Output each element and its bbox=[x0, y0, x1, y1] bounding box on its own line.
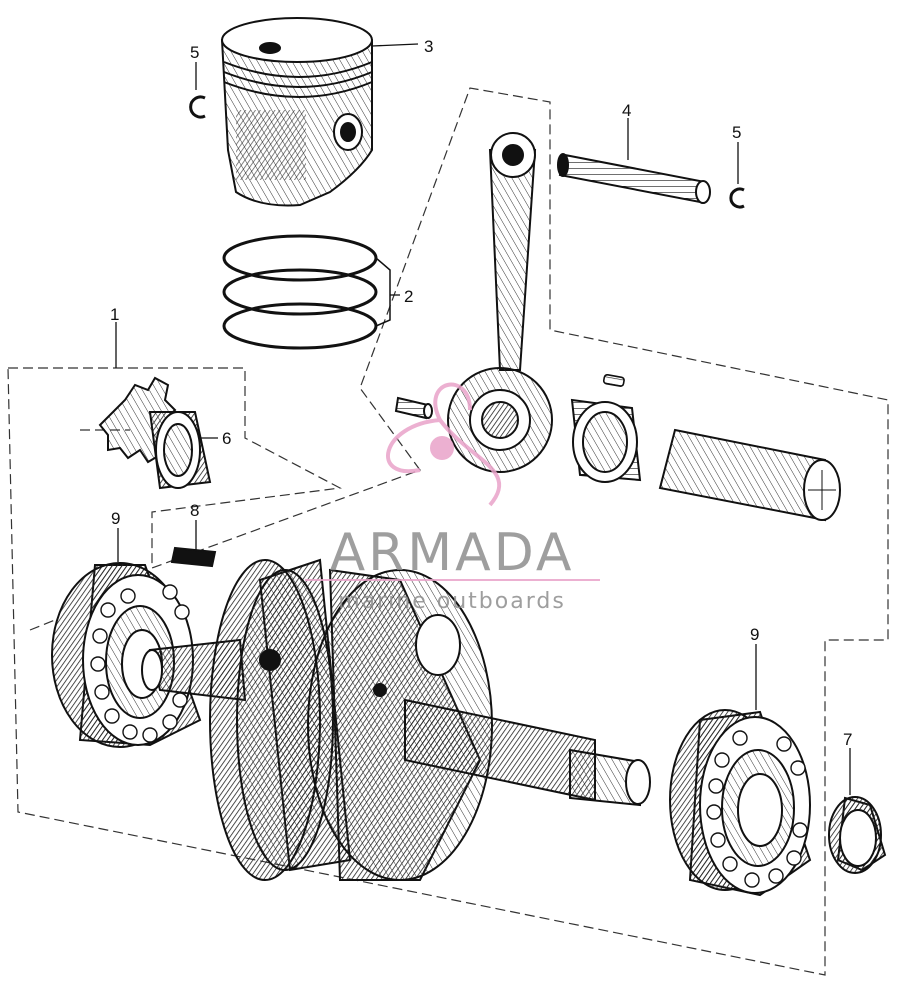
sprocket bbox=[98, 376, 212, 490]
callout-2: 2 bbox=[404, 287, 413, 306]
needle-bearing bbox=[570, 398, 642, 483]
callout-numbers: 1 2 3 4 5 5 6 7 8 9 9 bbox=[110, 37, 852, 749]
crank-pin-large bbox=[658, 428, 841, 522]
crank-pin-small bbox=[394, 396, 433, 420]
callout-1: 1 bbox=[110, 305, 119, 324]
crankshaft bbox=[141, 558, 651, 881]
dowel-pin bbox=[602, 373, 625, 387]
callout-5-right: 5 bbox=[732, 123, 741, 142]
callout-6: 6 bbox=[222, 429, 231, 448]
circlip-left bbox=[189, 95, 206, 119]
ball-bearing-right bbox=[669, 709, 812, 897]
leader-lines bbox=[115, 43, 851, 795]
callout-7: 7 bbox=[843, 730, 852, 749]
callout-5-left: 5 bbox=[190, 43, 199, 62]
armada-watermark: ARMADA marine outboards bbox=[305, 382, 600, 614]
circlip-right bbox=[729, 187, 745, 209]
piston-pin bbox=[557, 153, 711, 204]
connecting-rod bbox=[447, 132, 553, 473]
watermark-tagline: marine outboards bbox=[338, 589, 566, 614]
callout-3: 3 bbox=[424, 37, 433, 56]
watermark-brand: ARMADA bbox=[330, 523, 575, 583]
piston bbox=[220, 17, 373, 207]
oil-seal bbox=[828, 796, 887, 874]
callout-9-left: 9 bbox=[111, 509, 120, 528]
piston-rings bbox=[222, 234, 391, 350]
callout-4: 4 bbox=[622, 101, 631, 120]
callout-8: 8 bbox=[190, 501, 199, 520]
callout-9-right: 9 bbox=[750, 625, 759, 644]
propeller-logo-icon bbox=[386, 382, 502, 507]
woodruff-key bbox=[170, 546, 217, 568]
ball-bearing-left bbox=[51, 562, 202, 748]
